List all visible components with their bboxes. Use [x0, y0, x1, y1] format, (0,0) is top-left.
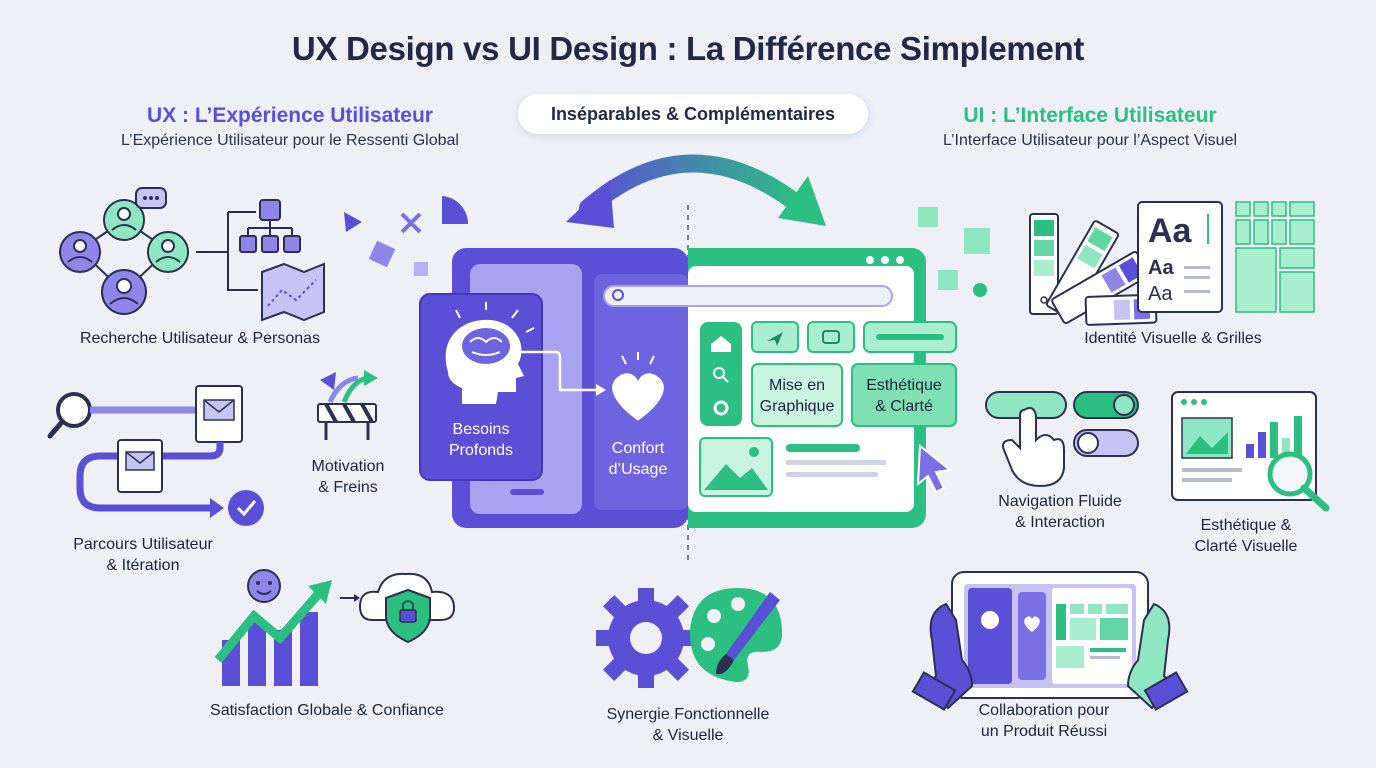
label-line: & Interaction — [1015, 514, 1105, 531]
label-line: Motivation — [311, 458, 385, 475]
ux-heading: UX : L’Expérience Utilisateur — [147, 104, 433, 127]
label-line: Satisfaction Globale & Confiance — [210, 702, 444, 719]
ui-label-identity: Identité Visuelle & Grilles — [1020, 328, 1326, 349]
cloud-security-icon — [358, 572, 456, 644]
toggle-hand-icon — [985, 391, 1139, 488]
page-title: UX Design vs UI Design : La Différence S… — [291, 30, 1085, 67]
label-line: un Produit Réussi — [980, 723, 1108, 740]
ui-label-aesthetics: Esthétique & Clarté Visuelle — [1166, 515, 1326, 557]
label-line: & Visuelle — [652, 727, 724, 744]
label-line: Recherche Utilisateur & Personas — [79, 330, 321, 347]
esth-line2: & Clarté — [875, 398, 933, 415]
label-line: & Itération — [106, 557, 180, 574]
ui-subtitle: L’Interface Utilisateur pour l’Aspect Vi… — [942, 132, 1238, 149]
typo-small: Aa — [1148, 283, 1173, 305]
label-line: Navigation Fluide — [998, 493, 1122, 510]
besoins-line2: Profonds — [449, 442, 513, 459]
label-line: Synergie Fonctionnelle — [606, 706, 770, 723]
label-line: Identité Visuelle & Grilles — [1084, 330, 1262, 347]
label-line: Parcours Utilisateur — [73, 536, 213, 553]
ux-label-research: Recherche Utilisateur & Personas — [40, 328, 360, 349]
dashboard-magnifier-icon — [1171, 391, 1330, 512]
ux-label-journey: Parcours Utilisateur & Itération — [40, 534, 246, 576]
mise-line1: Mise en — [769, 377, 825, 394]
mise-line2: Graphique — [760, 398, 835, 415]
confetti-decor — [344, 196, 990, 297]
ux-subtitle: L’Expérience Utilisateur pour le Ressent… — [121, 132, 459, 149]
esth-line1: Esthétique — [866, 377, 942, 394]
sitemap-map-icon — [227, 199, 325, 322]
ux-label-motivation: Motivation & Freins — [280, 456, 416, 498]
ux-label-satisfaction: Satisfaction Globale & Confiance — [166, 700, 488, 721]
typo-mid: Aa — [1148, 257, 1174, 279]
ui-label-collaboration: Collaboration pour un Produit Réussi — [944, 700, 1144, 742]
typography-icon: Aa Aa Aa — [1137, 201, 1223, 313]
center-device — [419, 248, 957, 528]
exchange-arrows-icon — [566, 154, 826, 228]
personas-network-icon — [59, 187, 228, 315]
palette-brush-icon — [689, 588, 783, 682]
gear-icon — [596, 588, 696, 688]
confort-line2: d’Usage — [609, 461, 668, 478]
user-journey-icon — [47, 385, 264, 526]
label-line: Clarté Visuelle — [1194, 538, 1298, 555]
label-line: Esthétique & — [1200, 517, 1292, 534]
label-line: Collaboration pour — [978, 702, 1110, 719]
motivation-brakes-icon — [317, 370, 378, 440]
satisfaction-growth-icon — [214, 569, 360, 686]
ui-heading: UI : L’Interface Utilisateur — [963, 104, 1217, 127]
typo-big: Aa — [1148, 212, 1193, 250]
grid-layout-icon — [1235, 201, 1315, 313]
tablet-hands-icon — [911, 571, 1189, 711]
besoins-line1: Besoins — [453, 421, 510, 438]
label-line: & Freins — [318, 479, 378, 496]
confort-line1: Confort — [612, 440, 665, 457]
ui-label-navigation: Navigation Fluide & Interaction — [960, 491, 1160, 533]
center-pill: Inséparables & Complémentaires — [518, 94, 868, 134]
synergy-label: Synergie Fonctionnelle & Visuelle — [540, 704, 836, 746]
